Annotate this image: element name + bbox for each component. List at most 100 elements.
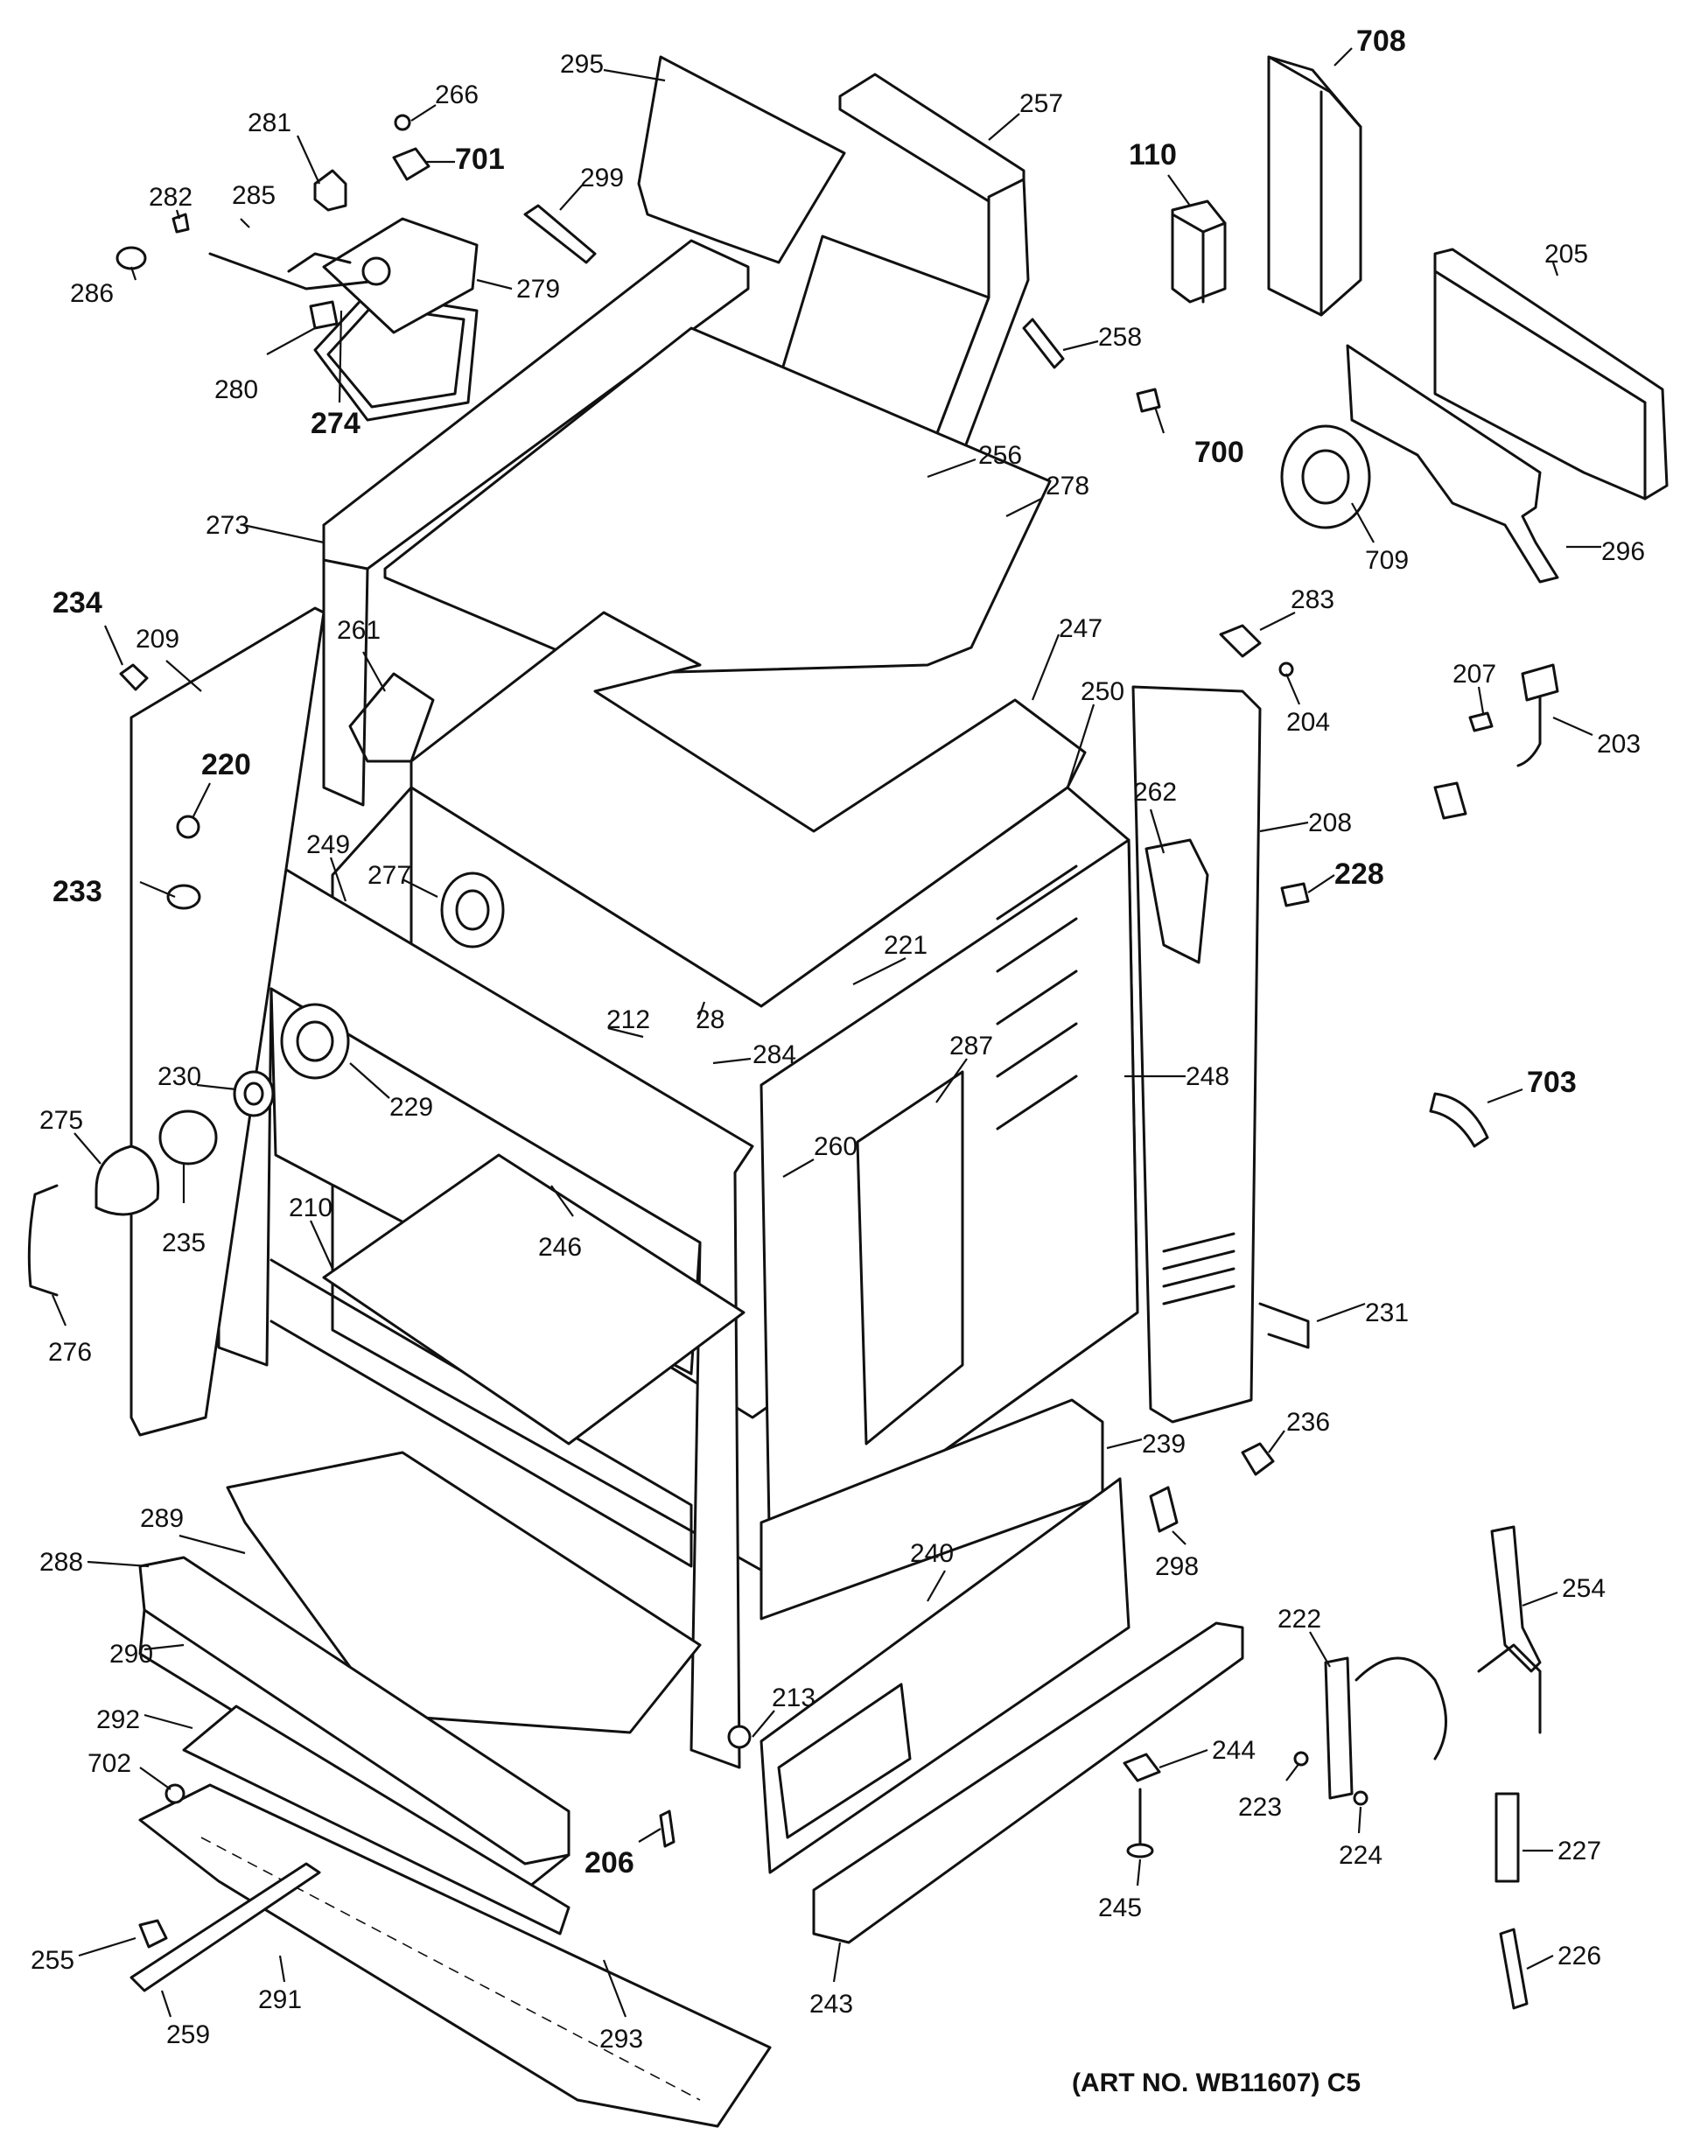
- part-283: [1219, 624, 1262, 658]
- label-276: 276: [48, 1338, 92, 1367]
- label-277: 277: [368, 861, 411, 890]
- leveling-leg-245: [1126, 1788, 1154, 1858]
- top-panel-278: [383, 326, 1052, 676]
- label-227: 227: [1558, 1837, 1601, 1866]
- igniter-module-110: [1171, 200, 1227, 304]
- screw-206: [659, 1810, 676, 1848]
- label-224: 224: [1339, 1841, 1382, 1870]
- insulation-pad-295: [637, 55, 846, 264]
- base-239: [760, 1398, 1104, 1620]
- label-262: 262: [1133, 778, 1177, 807]
- label-255: 255: [31, 1946, 74, 1975]
- leader-lines: [51, 47, 1601, 2018]
- screw-266: [394, 114, 411, 131]
- drawer-panel-292: [182, 1704, 570, 1936]
- label-700: 700: [1194, 436, 1244, 469]
- part-234: [119, 663, 149, 691]
- label-244: 244: [1212, 1736, 1256, 1765]
- label-266: 266: [435, 80, 479, 109]
- insulation-262: [1144, 838, 1209, 964]
- label-273: 273: [206, 511, 249, 540]
- back-panel-708: [1267, 55, 1362, 317]
- clip-701: [392, 147, 430, 181]
- part-236: [1241, 1442, 1275, 1476]
- label-293: 293: [599, 2025, 643, 2054]
- label-289: 289: [140, 1504, 184, 1533]
- label-236: 236: [1286, 1408, 1330, 1437]
- part-298: [1149, 1486, 1179, 1533]
- screw-204: [1278, 662, 1294, 677]
- label-229: 229: [389, 1093, 433, 1122]
- label-284: 284: [752, 1040, 796, 1069]
- clip-258: [1022, 318, 1065, 369]
- cap-286: [116, 246, 147, 270]
- thermostat-assembly: [208, 217, 479, 422]
- label-226: 226: [1558, 1942, 1601, 1970]
- bracket-296: [1346, 344, 1559, 584]
- label-246: 246: [538, 1233, 582, 1262]
- art-number-caption: (ART NO. WB11607) C5: [1072, 2068, 1361, 2097]
- insulation-261: [348, 672, 435, 763]
- spring-227: [1494, 1792, 1520, 1883]
- screw-224: [1353, 1790, 1368, 1806]
- label-213: 213: [772, 1684, 816, 1712]
- label-230: 230: [158, 1062, 201, 1091]
- label-243: 243: [809, 1990, 853, 2019]
- label-208: 208: [1308, 808, 1352, 837]
- link-226: [1499, 1928, 1529, 2010]
- part-207: [1468, 711, 1494, 732]
- label-249: 249: [306, 830, 350, 859]
- label-250: 250: [1081, 677, 1124, 706]
- top-frame-273: [322, 239, 750, 807]
- part-282: [172, 213, 190, 234]
- label-223: 223: [1238, 1793, 1282, 1822]
- label-709: 709: [1365, 546, 1409, 575]
- broiler-pan-289: [226, 1451, 702, 1734]
- label-233: 233: [52, 875, 102, 908]
- label-290: 290: [109, 1640, 153, 1669]
- label-274: 274: [311, 407, 360, 440]
- label-285: 285: [232, 181, 276, 210]
- label-286: 286: [70, 279, 114, 308]
- bracket-244: [1123, 1753, 1161, 1782]
- label-701: 701: [455, 143, 505, 176]
- label-257: 257: [1019, 89, 1063, 118]
- label-204: 204: [1286, 708, 1330, 737]
- knob-281: [313, 169, 347, 212]
- label-221: 221: [884, 931, 928, 960]
- rail-259: [130, 1862, 321, 1992]
- liner-210: [322, 1153, 746, 1446]
- label-708: 708: [1356, 24, 1406, 58]
- label-283: 283: [1291, 585, 1334, 614]
- grommet-709: [1280, 424, 1371, 529]
- screw-223: [1293, 1751, 1309, 1767]
- label-281: 281: [248, 108, 291, 137]
- part-228: [1280, 882, 1310, 907]
- label-258: 258: [1098, 323, 1142, 352]
- receptacle-229: [280, 1003, 350, 1080]
- label-261: 261: [337, 616, 381, 645]
- label-288: 288: [39, 1548, 83, 1577]
- clip-700: [1136, 388, 1161, 413]
- label-298: 298: [1155, 1552, 1199, 1581]
- roller-255: [138, 1919, 168, 1949]
- seal-703: [1429, 1092, 1489, 1148]
- part-220: [176, 815, 200, 839]
- label-28: 28: [696, 1005, 724, 1034]
- label-256: 256: [978, 441, 1022, 470]
- light-socket-230: [233, 1070, 275, 1117]
- wire-clip-276: [27, 1184, 59, 1297]
- label-207: 207: [1452, 660, 1496, 689]
- part-213: [727, 1725, 752, 1749]
- label-240: 240: [910, 1539, 954, 1568]
- label-275: 275: [39, 1106, 83, 1135]
- label-702: 702: [88, 1749, 131, 1778]
- label-287: 287: [949, 1032, 993, 1060]
- label-259: 259: [166, 2020, 210, 2049]
- label-245: 245: [1098, 1894, 1142, 1922]
- label-203: 203: [1597, 730, 1641, 759]
- label-703: 703: [1527, 1066, 1577, 1099]
- hinge-222: [1324, 1656, 1447, 1800]
- label-212: 212: [606, 1005, 650, 1034]
- light-bulb-235: [158, 1110, 218, 1166]
